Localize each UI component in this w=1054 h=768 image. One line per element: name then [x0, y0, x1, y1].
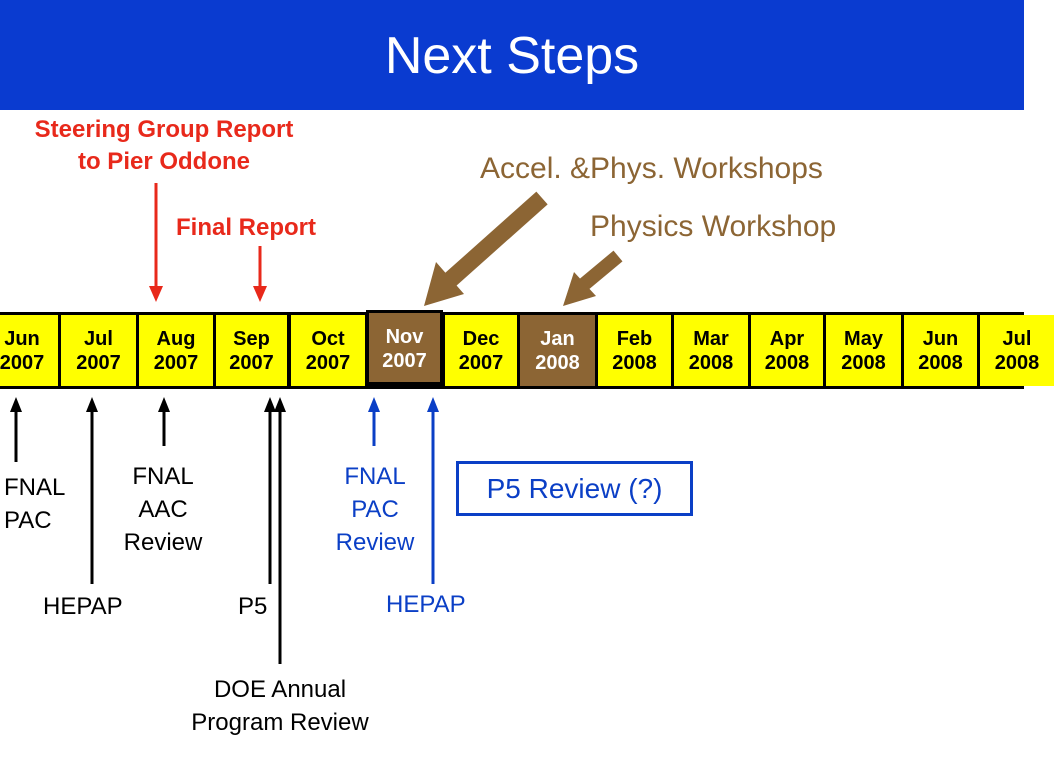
month-mar-2008: Mar 2008 [674, 315, 748, 386]
fnal-pac-review-label: FNAL PAC Review [325, 460, 425, 559]
month-jan-2008: Jan 2008 [520, 315, 595, 386]
fnal-aac-line-1: FNAL [132, 463, 194, 490]
year-label: 2007 [305, 352, 351, 374]
month-oct-2007: Oct 2007 [291, 315, 365, 386]
steering-report-line-2: to Pier Oddone [77, 148, 250, 175]
month-apr-2008: Apr 2008 [751, 315, 823, 386]
month-label: Mar [693, 328, 729, 350]
hepap-arrow-2 [427, 397, 439, 584]
year-label: 2008 [688, 352, 734, 374]
month-label: Oct [311, 328, 345, 350]
doe-review-arrow [274, 397, 286, 664]
steering-report-arrow [149, 183, 163, 302]
slide-title: Next Steps [384, 27, 640, 85]
fnal-pac-review-line-1: FNAL [344, 463, 406, 490]
month-jul-2008: Jul 2008 [980, 315, 1054, 386]
steering-report-label: Steering Group Report to Pier Oddone [0, 114, 328, 178]
month-nov-2007: Nov 2007 [366, 310, 443, 385]
fnal-pac-line-2: PAC [4, 507, 52, 534]
month-aug-2007: Aug 2007 [139, 315, 213, 386]
steering-report-line-1: Steering Group Report [34, 116, 294, 143]
fnal-pac-review-line-2: PAC [351, 496, 399, 523]
year-label: 2008 [535, 352, 580, 374]
fnal-pac-arrow [10, 397, 22, 462]
year-label: 2007 [229, 352, 274, 374]
accel-phys-workshops-arrow [424, 191, 548, 306]
year-label: 2008 [764, 352, 810, 374]
year-label: 2007 [153, 352, 199, 374]
month-sep-2007: Sep 2007 [216, 315, 287, 386]
year-label: 2008 [612, 352, 657, 374]
hepap-arrow-1 [86, 397, 98, 584]
month-jul-2007: Jul 2007 [61, 315, 136, 386]
month-feb-2008: Feb 2008 [598, 315, 671, 386]
fnal-aac-review-label: FNAL AAC Review [113, 460, 213, 559]
doe-line-2: Program Review [191, 709, 369, 736]
year-label: 2007 [76, 352, 121, 374]
month-dec-2007: Dec 2007 [445, 315, 517, 386]
month-label: May [844, 328, 883, 350]
physics-workshop-arrow [563, 250, 623, 306]
fnal-pac-review-arrow [368, 397, 380, 446]
doe-annual-review-label: DOE Annual Program Review [170, 673, 390, 739]
fnal-aac-line-2: AAC [138, 496, 188, 523]
month-label: Nov [385, 326, 424, 348]
year-label: 2007 [458, 352, 504, 374]
month-label: Jul [1002, 328, 1032, 350]
hepap-label-1: HEPAP [43, 593, 123, 620]
month-label: Jun [4, 328, 40, 350]
month-label: Feb [616, 328, 653, 350]
accel-phys-workshops-label: Accel. &Phys. Workshops [480, 152, 823, 185]
p5-label: P5 [238, 593, 268, 620]
p5-arrow [264, 397, 276, 584]
year-label: 2008 [918, 352, 963, 374]
hepap-label-2: HEPAP [386, 591, 466, 618]
final-report-label: Final Report [176, 214, 317, 241]
fnal-pac-line-1: FNAL [4, 474, 66, 501]
month-label: Jul [84, 328, 113, 350]
month-label: Aug [156, 328, 196, 350]
month-label: Sep [233, 328, 270, 350]
month-jun-2008: Jun 2008 [904, 315, 977, 386]
fnal-aac-arrow [158, 397, 170, 446]
fnal-aac-line-3: Review [123, 529, 203, 556]
month-may-2008: May 2008 [826, 315, 901, 386]
year-label: 2008 [841, 352, 886, 374]
slide: Next Steps Steering Group Report to Pier… [0, 0, 1054, 739]
month-label: Jan [540, 328, 575, 350]
month-label: Jun [922, 328, 959, 350]
fnal-pac-review-line-3: Review [335, 529, 415, 556]
timeline-arrows [10, 183, 623, 664]
month-jun-2007: Jun 2007 [0, 315, 58, 386]
final-report-arrow [253, 246, 267, 302]
year-label: 2007 [382, 350, 427, 372]
fnal-pac-label: FNAL PAC [4, 471, 65, 537]
title-bar: Next Steps [0, 0, 1024, 110]
month-label: Dec [462, 328, 500, 350]
physics-workshop-label: Physics Workshop [590, 210, 837, 243]
year-label: 2007 [0, 352, 45, 374]
month-label: Apr [769, 328, 805, 350]
year-label: 2008 [994, 352, 1040, 374]
doe-line-1: DOE Annual [213, 676, 347, 703]
p5-review-box: P5 Review (?) [456, 461, 693, 516]
